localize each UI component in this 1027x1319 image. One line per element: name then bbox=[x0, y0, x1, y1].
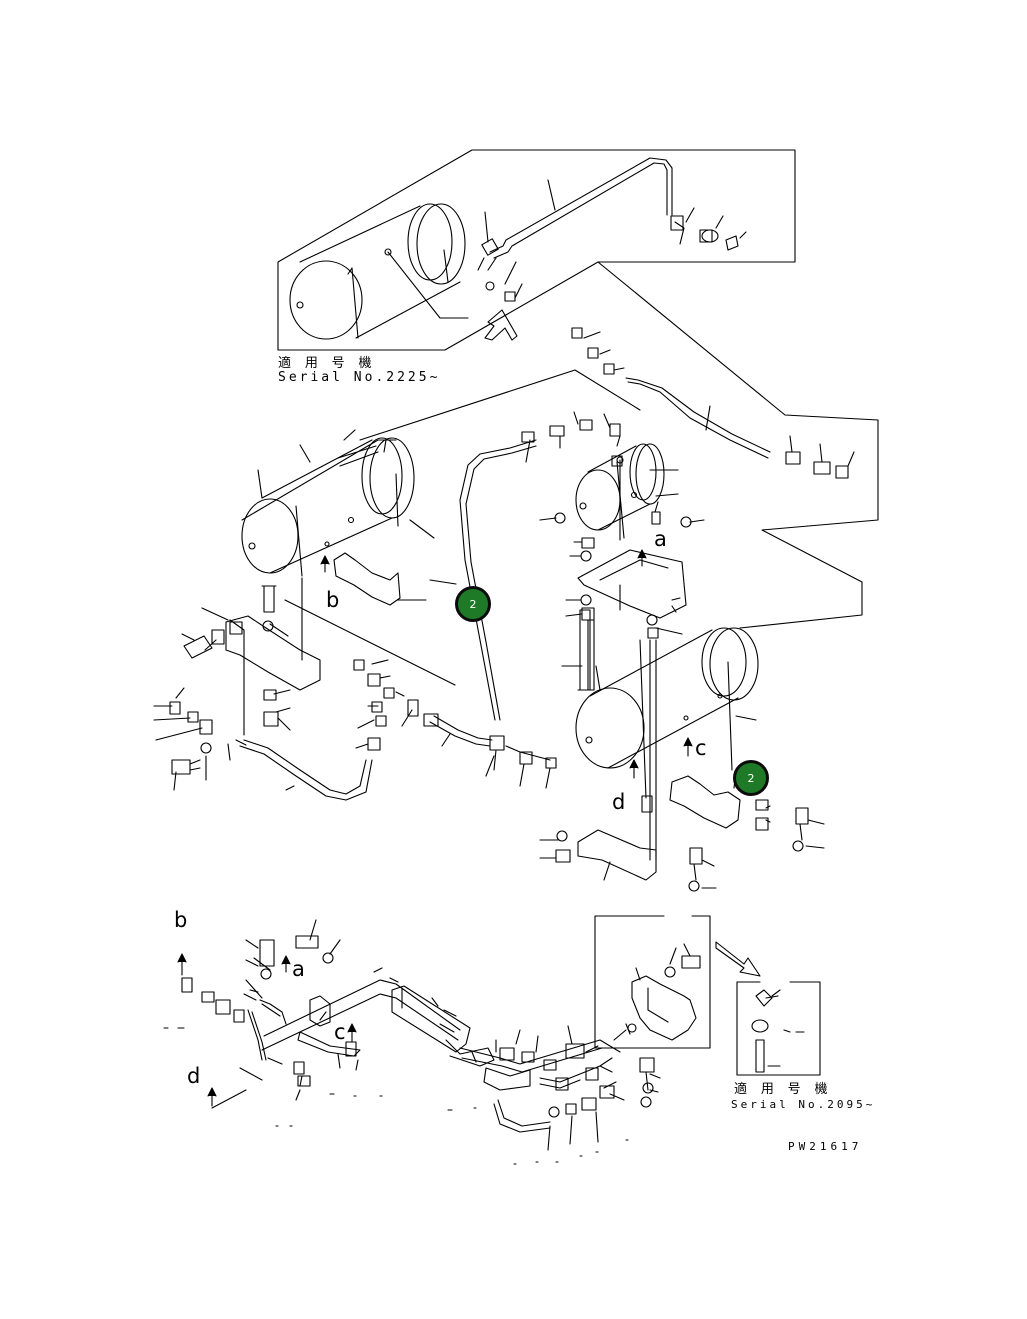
serial-label-jp-top: 適 用 号 機 bbox=[278, 356, 375, 371]
view-letter-d-main: d bbox=[612, 790, 626, 814]
view-letter-b-bottom: b bbox=[174, 908, 188, 932]
view-letter-a-main: a bbox=[654, 527, 667, 551]
dash-marks bbox=[163, 1027, 629, 1165]
serial-number-bottom: Serial No.2095~ bbox=[731, 1098, 876, 1111]
brackets bbox=[225, 549, 741, 881]
bottom-inset-frame bbox=[594, 915, 711, 1049]
top-inset-tank bbox=[289, 203, 469, 340]
bottom-inset-arrow bbox=[715, 941, 761, 977]
top-inset-frame bbox=[277, 149, 796, 351]
view-letter-c-bottom: c bbox=[334, 1020, 346, 1044]
main-outline bbox=[284, 261, 879, 686]
right-tank bbox=[575, 627, 759, 799]
bottom-inset-bracket bbox=[613, 943, 701, 1041]
view-letter-c-main: c bbox=[695, 736, 707, 760]
serial-2095-frame bbox=[736, 981, 821, 1076]
main-pipes bbox=[229, 377, 771, 861]
part-callout-2-left[interactable]: 2 bbox=[455, 586, 491, 622]
bottom-view bbox=[177, 919, 661, 1151]
drawing-number: PW21617 bbox=[788, 1140, 863, 1153]
main-leaders bbox=[153, 331, 855, 889]
small-tank bbox=[575, 443, 665, 541]
serial-label-jp-bottom: 適 用 号 機 bbox=[734, 1082, 831, 1097]
view-letter-d-bottom: d bbox=[187, 1064, 201, 1088]
left-tank bbox=[241, 437, 415, 577]
top-inset-arrow bbox=[484, 309, 518, 341]
view-letter-b-main: b bbox=[326, 588, 340, 612]
view-letter-a-bottom: a bbox=[292, 957, 305, 981]
fittings bbox=[169, 327, 849, 892]
serial-number-top: Serial No.2225~ bbox=[278, 370, 441, 385]
top-inset-pipe bbox=[477, 157, 739, 302]
part-callout-2-right[interactable]: 2 bbox=[733, 760, 769, 796]
main-view-arrows bbox=[320, 549, 693, 779]
top-inset-leaders bbox=[484, 179, 747, 299]
left-tank-leaders bbox=[257, 429, 387, 499]
